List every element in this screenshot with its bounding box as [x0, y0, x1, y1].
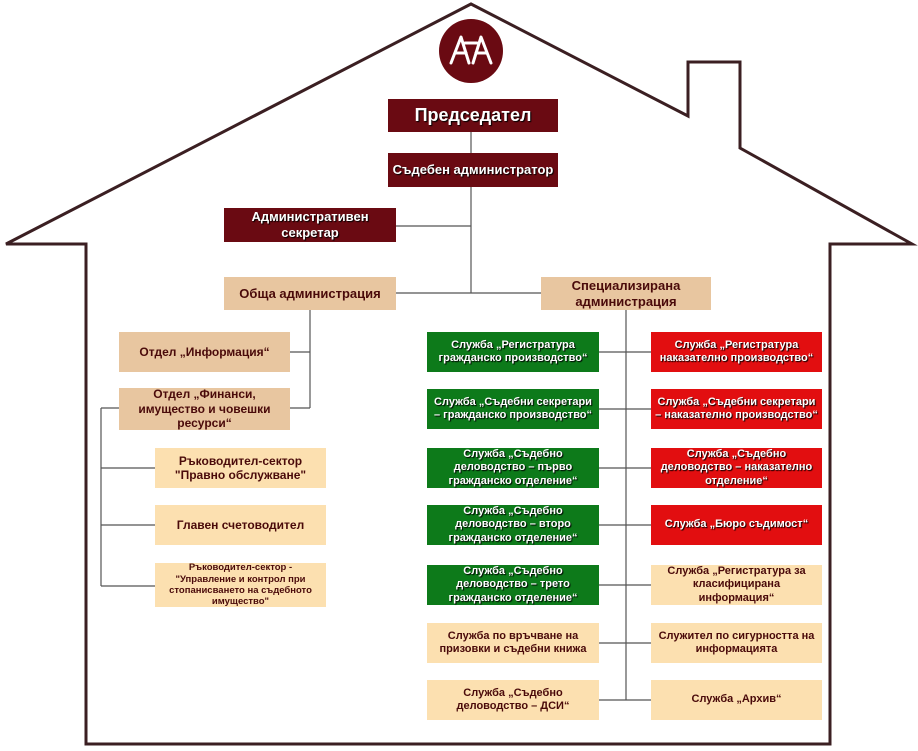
civil-first-division-records: Служба „Съдебно деловодство – първо граж… — [427, 448, 599, 488]
dsi-records-service: Служба „Съдебно деловодство – ДСИ“ — [427, 680, 599, 720]
civil-registry-service: Служба „Регистратура гражданско производ… — [427, 332, 599, 372]
house-roof-and-walls — [5, 2, 918, 746]
admin-secretary-box: Административен секретар — [224, 208, 396, 242]
criminal-division-records: Служба „Съдебно деловодство – наказателн… — [651, 448, 822, 488]
department-finance: Отдел „Финанси, имущество и човешки ресу… — [119, 387, 290, 430]
scales-of-justice-logo — [439, 19, 503, 83]
classified-info-registry: Служба „Регистратура за класифицирана ин… — [651, 565, 822, 605]
org-connectors — [100, 132, 651, 701]
civil-third-division-records: Служба „Съдебно деловодство – трето граж… — [427, 565, 599, 605]
archive-service: Служба „Архив“ — [651, 680, 822, 720]
information-security-officer: Служител по сигурността на информацията — [651, 623, 822, 663]
department-information: Отдел „Информация“ — [119, 332, 290, 372]
chairman-box: Председател — [388, 99, 558, 132]
criminal-court-secretaries-service: Служба „Съдебни секретари – наказателно … — [651, 389, 822, 429]
criminal-registry-service: Служба „Регистратура наказателно произво… — [651, 332, 822, 372]
legal-services-sector-head: Ръководител-сектор "Правно обслужване" — [155, 448, 326, 488]
chief-accountant: Главен счетоводител — [155, 505, 326, 545]
civil-second-division-records: Служба „Съдебно деловодство – второ граж… — [427, 505, 599, 545]
civil-court-secretaries-service: Служба „Съдебни секретари – гражданско п… — [427, 389, 599, 429]
criminal-records-bureau: Служба „Бюро съдимост“ — [651, 505, 822, 545]
summons-delivery-service: Служба по връчване на призовки и съдебни… — [427, 623, 599, 663]
property-management-sector-head: Ръководител-сектор - "Управление и контр… — [155, 562, 326, 607]
court-administrator-box: Съдебен администратор — [388, 153, 558, 187]
specialized-administration-box: Специализирана администрация — [541, 277, 711, 310]
general-administration-box: Обща администрация — [224, 277, 396, 310]
